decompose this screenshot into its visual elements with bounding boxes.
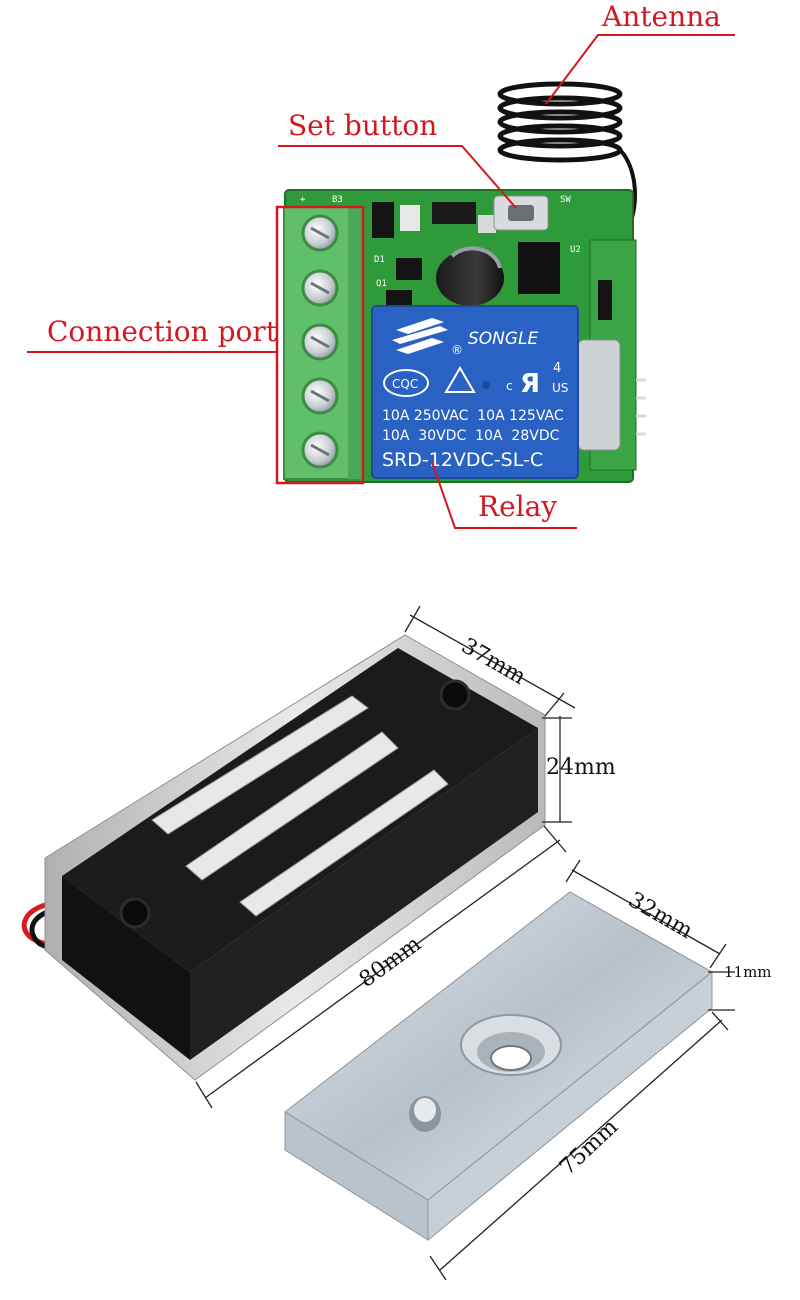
callout-relay: Relay — [431, 461, 577, 529]
lock-pole-strips — [151, 695, 449, 917]
relay-cert-number: 4 — [553, 361, 561, 376]
lock-height-label: 24mm — [546, 755, 616, 780]
receiver-board: + B3 SW D1 Q1 U2 — [27, 0, 735, 529]
armature-plate: 32mm 11mm 75mm — [284, 859, 772, 1281]
lock-dimension-lines — [195, 605, 576, 1109]
set-button[interactable] — [493, 195, 549, 231]
relay-rating-line-2: 10A 30VDC 10A 28VDC — [382, 428, 560, 444]
ul-logo-icon: Я — [520, 369, 540, 399]
callout-connection-port: Connection port — [27, 315, 278, 353]
callout-set-button-label: Set button — [288, 109, 437, 142]
plate-dimension-lines — [429, 859, 735, 1281]
relay: ® SONGLE CQC c Я 4 US 10A 250VAC 10A 125… — [371, 305, 579, 479]
relay-brand: SONGLE — [468, 329, 539, 349]
plate-thickness-label: 11mm — [724, 963, 772, 981]
rf-module — [577, 239, 646, 471]
relay-registered-mark: ® — [451, 343, 463, 357]
pcb-terminal-mark: + — [300, 195, 306, 205]
relay-model: SRD-12VDC-SL-C — [382, 449, 543, 471]
svg-text:CQC: CQC — [392, 377, 418, 391]
relay-rating-line-1: 10A 250VAC 10A 125VAC — [382, 408, 564, 424]
pcb-module-ref: U2 — [570, 245, 581, 255]
terminal-block — [283, 206, 362, 480]
callout-relay-label: Relay — [478, 490, 557, 523]
relay-indicator — [482, 381, 490, 389]
callout-connection-port-label: Connection port — [47, 315, 278, 348]
alignment-pin — [409, 1096, 441, 1132]
terminal-screws — [301, 214, 339, 469]
callout-antenna: Antenna — [545, 0, 735, 105]
ul-suffix: US — [552, 381, 568, 395]
pcb-switch-ref: SW — [560, 195, 571, 205]
smd-components — [372, 202, 560, 312]
antenna-coil — [497, 81, 637, 272]
pcb-diode-ref: D1 — [374, 255, 385, 265]
cqc-logo: CQC — [383, 369, 429, 397]
callout-set-button: Set button — [278, 109, 517, 209]
callout-antenna-label: Antenna — [601, 0, 721, 33]
pcb-block-ref: B3 — [332, 195, 343, 205]
capacitor — [436, 246, 504, 306]
countersunk-hole — [460, 1014, 562, 1076]
lock-screws — [119, 679, 471, 929]
warning-triangle-icon — [444, 366, 476, 393]
ul-prefix: c — [506, 379, 513, 393]
pcb-transistor-ref: Q1 — [376, 279, 387, 289]
magnetic-lock: 37mm 24mm 80mm — [21, 605, 616, 1109]
connection-port-highlight — [275, 205, 365, 485]
